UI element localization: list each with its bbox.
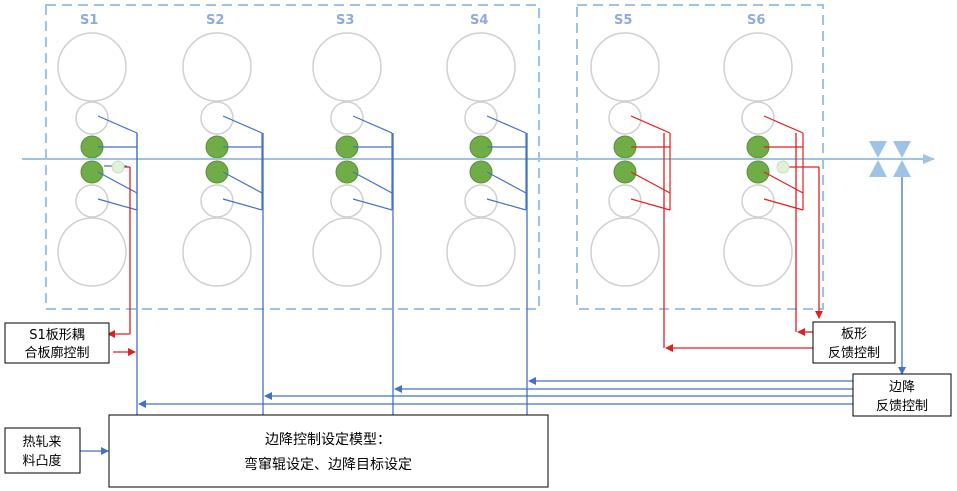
edge-drop-feedback-box: 边降 反馈控制 [852,373,952,417]
actuator-line [222,198,263,211]
edge-drop-feedback-line1: 边降 [889,380,915,395]
actuator-line [97,115,138,134]
s1-sensor-icon [111,160,125,174]
actuator-line [486,171,527,194]
hot-rolled-crown-line1: 热轧来 [22,435,61,450]
lower-work-roll [746,160,770,184]
roll-stack-s2 [182,32,252,287]
actuator-line [630,115,671,134]
upper-intermediate-roll [200,101,234,135]
frame-s5-s6 [576,4,824,310]
upper-intermediate-roll [464,101,498,135]
actuator-line [352,198,393,211]
stand-label-s3: S3 [336,13,354,28]
stand-label-s2: S2 [206,13,224,28]
s1-coupling-line1: S1板形耦 [29,328,85,343]
actuator-fan-s4 [486,115,527,211]
lower-intermediate-roll [464,184,498,218]
setup-model-line1: 边降控制设定模型： [265,432,391,448]
roll-stack-s1 [57,32,127,287]
actuator-fan-s3 [352,115,393,211]
profile-gauge-icon [893,141,911,177]
flatness-feedback-line1: 板形 [841,327,867,342]
upper-intermediate-roll [608,101,642,135]
upper-intermediate-roll [741,101,775,135]
stand-label-s4: S4 [470,13,488,28]
upper-backup-roll [182,32,252,102]
setup-model-line2: 弯窜辊设定、边降目标设定 [244,456,412,473]
upper-backup-roll [446,32,516,102]
actuator-fan-s2 [222,115,263,211]
roll-stack-s6 [723,32,793,287]
lower-backup-roll [590,217,660,287]
stand-label-s1: S1 [80,13,98,28]
lower-intermediate-roll [741,184,775,218]
upper-backup-roll [312,32,382,102]
lower-backup-roll [446,217,516,287]
lower-work-roll [335,160,359,184]
actuator-line [486,115,527,134]
actuator-line [763,115,804,134]
roll-stacks [57,32,793,287]
actuator-line [222,171,263,194]
lower-backup-roll [312,217,382,287]
lower-intermediate-roll [75,184,109,218]
lower-work-roll [80,160,104,184]
actuator-line [222,115,263,134]
upper-backup-roll [723,32,793,102]
hot-rolled-crown-box: 热轧来 料凸度 [4,427,81,474]
thickness-gauge-icon [869,141,887,177]
flatness-control-lines [107,133,823,356]
lower-intermediate-roll [608,184,642,218]
lower-intermediate-roll [200,184,234,218]
edge-drop-control-lines [80,133,906,455]
lower-backup-roll [57,217,127,287]
frame-s1-s4 [45,4,540,310]
flatness-feedback-line2: 反馈控制 [828,346,880,361]
stand-label-s5: S5 [614,13,632,28]
lower-backup-roll [182,217,252,287]
s6-sensor-icon [776,160,790,174]
flatness-feedback-box: 板形 反馈控制 [812,321,896,364]
lower-work-roll [205,160,229,184]
s1-coupling-line2: 合板廓控制 [24,345,89,361]
hot-rolled-crown-line2: 料凸度 [22,453,61,469]
setup-model-box: 边降控制设定模型： 弯窜辊设定、边降目标设定 [108,414,549,488]
s1-coupling-control-box: S1板形耦 合板廓控制 [4,322,110,364]
lower-work-roll [613,160,637,184]
roll-stack-s3 [312,32,382,287]
lower-work-roll [469,160,493,184]
actuator-line [352,171,393,194]
roll-stack-s4 [446,32,516,287]
actuator-line [352,115,393,134]
lower-backup-roll [723,217,793,287]
upper-backup-roll [590,32,660,102]
edge-drop-feedback-line2: 反馈控制 [876,399,928,414]
stand-label-s6: S6 [747,13,765,28]
actuator-line [486,198,527,211]
upper-intermediate-roll [330,101,364,135]
lower-intermediate-roll [330,184,364,218]
upper-backup-roll [57,32,127,102]
roll-stack-s5 [590,32,660,287]
upper-intermediate-roll [75,101,109,135]
